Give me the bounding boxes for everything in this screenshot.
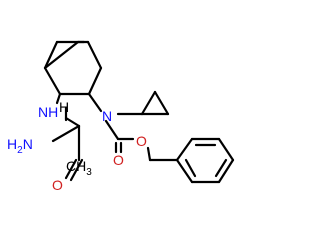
ch3-label: CH3	[66, 158, 92, 178]
amide-carbonyl-double-bond	[69, 158, 84, 182]
ch3-c: CH	[66, 158, 86, 174]
ring-to-nh-bond	[55, 92, 62, 105]
phenyl-inner-bond	[214, 158, 228, 178]
stereo-h-label: H	[59, 99, 69, 115]
cyclohexane-ring	[43, 40, 103, 96]
phenyl-bond	[175, 158, 194, 184]
phenyl-bond	[217, 137, 235, 162]
n-to-carbonyl-bond	[104, 119, 120, 141]
cyclopropyl-ring	[140, 90, 170, 116]
alpha-to-nh2-bond	[51, 124, 81, 143]
h2n-label: H2N	[7, 136, 33, 156]
ring-bond	[86, 40, 103, 70]
amide-carbonyl-double-bond	[64, 158, 78, 180]
structure-drawing: NH H N H2N CH3 O O O	[7, 40, 235, 193]
nh-n-letter: N	[38, 104, 48, 120]
phenyl-bond	[217, 158, 235, 184]
molecule-canvas: NH H N H2N CH3 O O O	[7, 40, 235, 193]
ring-bond	[87, 66, 103, 96]
ring-to-n-bond	[87, 92, 103, 113]
ester-to-ch2-bond	[146, 146, 152, 162]
ch3-sub: 3	[86, 167, 92, 178]
ring-bond	[43, 40, 80, 70]
ring-bond	[43, 66, 62, 96]
amide-o-label: O	[52, 177, 63, 193]
carbamate-o-label: O	[113, 152, 124, 168]
h2n-sub: 2	[17, 145, 23, 156]
h2n-n: N	[23, 136, 33, 152]
cyclopropyl-bond	[153, 90, 170, 116]
nh-to-alpha-bond	[64, 116, 81, 128]
h2n-h: H	[7, 136, 17, 152]
ester-o-label: O	[136, 133, 147, 149]
cyclopropyl-bond	[140, 90, 157, 116]
nh-h-letter: H	[48, 104, 58, 120]
nh-n-label: NH	[38, 104, 58, 120]
phenyl-inner-bond	[184, 158, 197, 178]
phenyl-bond	[175, 137, 194, 162]
n-cyclopropyl-label: N	[102, 108, 112, 124]
phenyl-ring	[175, 137, 235, 184]
ring-bond	[43, 40, 59, 70]
